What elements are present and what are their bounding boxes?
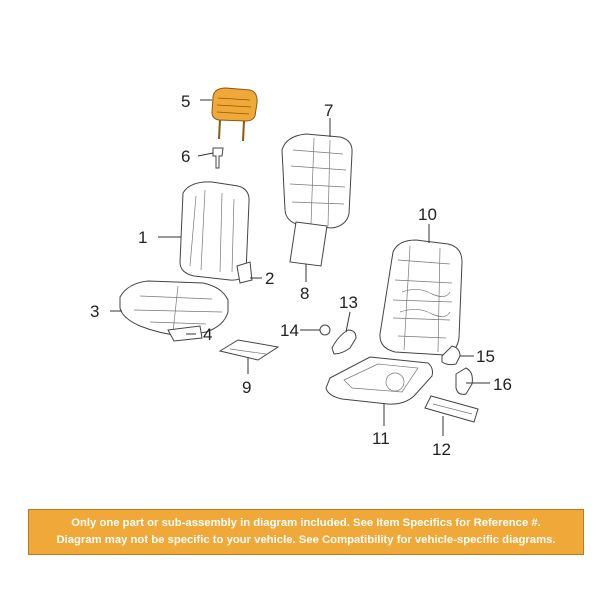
headrest-part[interactable] [211, 87, 258, 142]
callout-8: 8 [300, 284, 309, 303]
seat-back-pad-part[interactable] [236, 261, 253, 284]
recliner-handle-part[interactable] [331, 329, 357, 355]
disclaimer-line-2: Diagram may not be specific to your vehi… [56, 534, 556, 546]
knob-part[interactable] [319, 324, 331, 336]
side-shield-part[interactable] [441, 345, 461, 366]
callout-12: 12 [432, 440, 451, 459]
callout-15: 15 [476, 347, 495, 366]
callout-11: 11 [372, 429, 390, 448]
back-heater-part[interactable] [289, 221, 328, 267]
callout-3: 3 [90, 302, 99, 321]
callout-16: 16 [493, 375, 512, 394]
callout-14: 14 [280, 321, 299, 340]
callout-9: 9 [242, 378, 251, 397]
seat-cushion-cover-part[interactable] [119, 280, 229, 337]
callout-10: 10 [418, 205, 437, 224]
callout-4: 4 [203, 325, 212, 344]
leader-lines [110, 99, 490, 436]
callout-1: 1 [138, 228, 147, 247]
cushion-frame-part[interactable] [325, 356, 433, 405]
disclaimer-line-1: Only one part or sub-assembly in diagram… [71, 517, 541, 529]
disclaimer-banner: Only one part or sub-assembly in diagram… [28, 509, 584, 555]
cushion-heater-part[interactable] [218, 339, 280, 361]
headrest-guide-part[interactable] [212, 147, 224, 169]
callout-13: 13 [339, 293, 358, 312]
callout-2: 2 [265, 269, 274, 288]
seat-track-part[interactable] [424, 395, 479, 423]
callout-7: 7 [324, 101, 333, 120]
callout-6: 6 [181, 147, 190, 166]
callout-5: 5 [181, 92, 190, 111]
seat-cushion-pad-part[interactable] [167, 325, 203, 342]
trim-cover-part[interactable] [455, 367, 473, 395]
seat-back-frame-part[interactable] [379, 239, 463, 356]
rear-back-cover-part[interactable] [281, 133, 353, 229]
